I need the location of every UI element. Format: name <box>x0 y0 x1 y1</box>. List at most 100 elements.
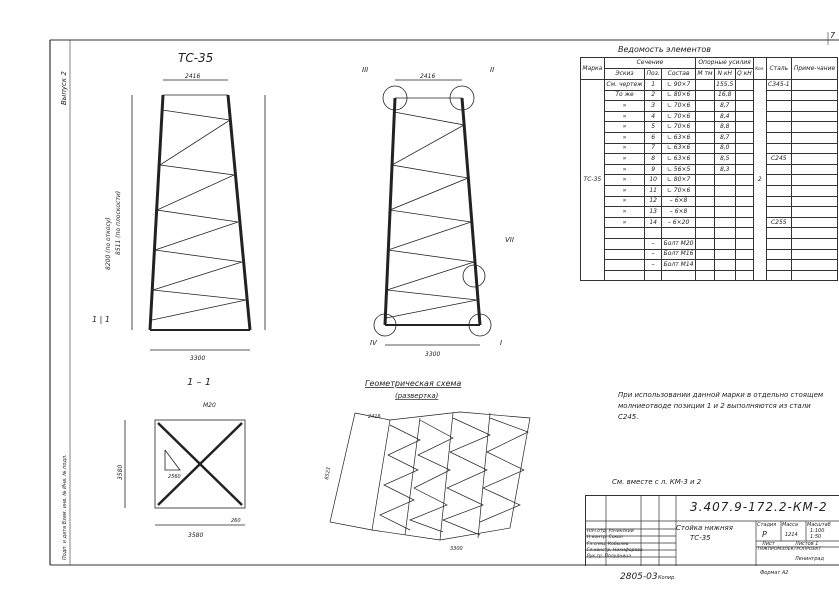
composition-cell: ∟ 63×6 <box>661 153 697 165</box>
col-n: N кН <box>713 68 736 80</box>
elevation2-bottom-width: 3300 <box>425 351 440 358</box>
n-cell <box>713 195 736 208</box>
pos-cell <box>644 269 663 282</box>
n-cell: 8,4 <box>713 110 736 123</box>
m-cell <box>695 227 715 239</box>
steel-cell <box>765 163 793 176</box>
section-offset: 260 <box>231 518 241 524</box>
sketch-cell <box>603 237 646 250</box>
n-cell: 8,8 <box>713 121 736 133</box>
pos-cell: 14 <box>644 216 663 229</box>
composition-cell <box>661 269 697 282</box>
elevation-2 <box>373 79 492 346</box>
steel-cell <box>765 184 793 197</box>
format-label: Формат А2 <box>760 570 789 576</box>
note-cell <box>791 206 838 218</box>
steel-cell: С255 <box>765 216 793 229</box>
organization: ТЯЖПРОМЭЛЕКТРОПРОЕКТ <box>757 547 822 552</box>
note-cell <box>791 79 838 91</box>
m-cell <box>695 100 715 112</box>
sheets-label: Листов 1 <box>795 541 819 547</box>
node-label-II: II <box>490 66 494 74</box>
elevation2-top-width: 2416 <box>420 73 435 80</box>
q-cell <box>734 121 755 133</box>
note-cell <box>791 153 838 165</box>
q-cell <box>734 110 755 123</box>
scheme-title: Геометрическая схема <box>365 379 461 388</box>
n-cell <box>713 184 736 197</box>
note-cell <box>791 110 838 123</box>
sketch-cell: » <box>603 121 646 133</box>
q-cell <box>734 248 755 261</box>
steel-cell <box>765 89 793 102</box>
node-label-IV: IV <box>370 339 378 347</box>
table-row: »10∟ 80×7 <box>581 174 838 186</box>
note-cell <box>791 216 838 229</box>
signature-row: Гл.констр. Никифорова <box>587 547 643 553</box>
note-cell <box>791 131 838 144</box>
pos-cell: – <box>644 248 663 261</box>
pos-cell: 9 <box>644 163 663 176</box>
note-cell <box>791 195 838 208</box>
m-cell <box>695 237 715 250</box>
pos-cell: – <box>644 259 663 271</box>
steel-cell <box>765 269 793 282</box>
section-diag: 2560 <box>168 474 181 480</box>
m-cell <box>695 121 715 133</box>
n-cell <box>713 269 736 282</box>
sketch-cell: » <box>603 100 646 112</box>
node-label-III: III <box>362 66 368 74</box>
note-cell <box>791 89 838 102</box>
steel-cell <box>765 121 793 133</box>
elevation1-height2: 8511 (по плоскости) <box>115 191 122 255</box>
steel-cell <box>765 142 793 155</box>
composition-cell: – 6×8 <box>661 206 697 218</box>
sheet-number: 7 <box>830 31 836 40</box>
m-cell <box>695 110 715 123</box>
section-1-1 <box>124 419 246 526</box>
copy-label: Копир. <box>658 575 676 581</box>
sheet-label: Лист <box>762 541 775 547</box>
q-cell <box>734 100 755 112</box>
sketch-cell: » <box>603 195 646 208</box>
m-cell <box>695 142 715 155</box>
note-cell <box>791 121 838 133</box>
note-cell <box>791 259 838 271</box>
col-composition: Состав <box>661 68 697 80</box>
col-forces: Опорные усилия <box>695 57 755 69</box>
table-row: »13– 6×8 <box>581 206 838 218</box>
section-title: 1 – 1 <box>187 377 211 388</box>
pos-cell: 10 <box>644 174 663 186</box>
pos-cell: 1 <box>644 79 663 91</box>
count-cell: 2 <box>753 78 767 282</box>
col-count: Кол. <box>753 57 767 80</box>
composition-cell: ∟ 70×6 <box>661 121 697 133</box>
pos-cell: 12 <box>644 195 663 208</box>
q-cell <box>734 142 755 155</box>
q-cell <box>734 131 755 144</box>
elevation1-height: 8200 (по откосу) <box>105 217 112 270</box>
q-cell <box>734 195 755 208</box>
n-cell: 155,5 <box>713 79 736 91</box>
q-cell <box>734 89 755 102</box>
composition-cell: ∟ 63×6 <box>661 142 697 155</box>
elevation1-top-width: 2416 <box>185 73 200 80</box>
sketch-cell: » <box>603 110 646 123</box>
m-cell <box>695 216 715 229</box>
pos-cell: 13 <box>644 206 663 218</box>
mass-label: Масса <box>782 522 798 528</box>
n-cell: 8,0 <box>713 142 736 155</box>
q-cell <box>734 269 755 282</box>
stage-label: Стадия <box>757 522 777 528</box>
m-cell <box>695 131 715 144</box>
n-cell: 8,5 <box>713 153 736 165</box>
signature-row: Н.контр. Сокол <box>587 535 623 541</box>
sketch-cell: » <box>603 142 646 155</box>
note-cell <box>791 269 838 282</box>
m-cell <box>695 79 715 91</box>
scheme-bottom: 3300 <box>450 546 463 552</box>
q-cell <box>734 227 755 239</box>
q-cell <box>734 259 755 271</box>
